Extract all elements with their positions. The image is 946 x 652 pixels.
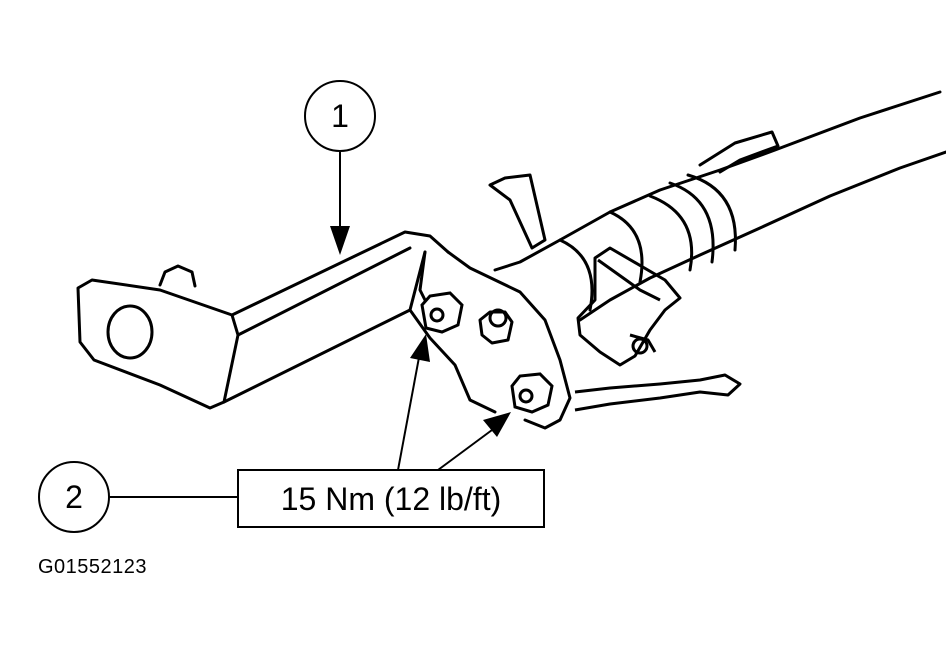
callout-1-circle: [304, 80, 376, 152]
torque-spec-text: 15 Nm (12 lb/ft): [281, 481, 502, 517]
steering-column-bracket: [76, 230, 572, 430]
callout-2: 2: [38, 461, 238, 533]
torque-arrowhead-lower: [483, 412, 511, 437]
mounting-bolts: [420, 291, 554, 414]
callout-1: 1: [304, 80, 376, 255]
torque-arrowhead-upper: [410, 334, 430, 362]
torque-spec-box: 15 Nm (12 lb/ft): [237, 334, 545, 528]
figure-code: G01552123: [38, 556, 148, 578]
callout-1-number: 1: [331, 98, 349, 134]
callout-1-arrowhead: [330, 226, 350, 255]
steering-column-shaft: [493, 90, 946, 322]
torque-spec-frame: [237, 469, 545, 528]
torque-leader-upper: [397, 351, 421, 471]
callout-2-number: 2: [65, 479, 83, 515]
lever-lock: [574, 246, 742, 412]
torque-leader-lower: [437, 429, 493, 471]
bracket-tab: [488, 173, 547, 250]
